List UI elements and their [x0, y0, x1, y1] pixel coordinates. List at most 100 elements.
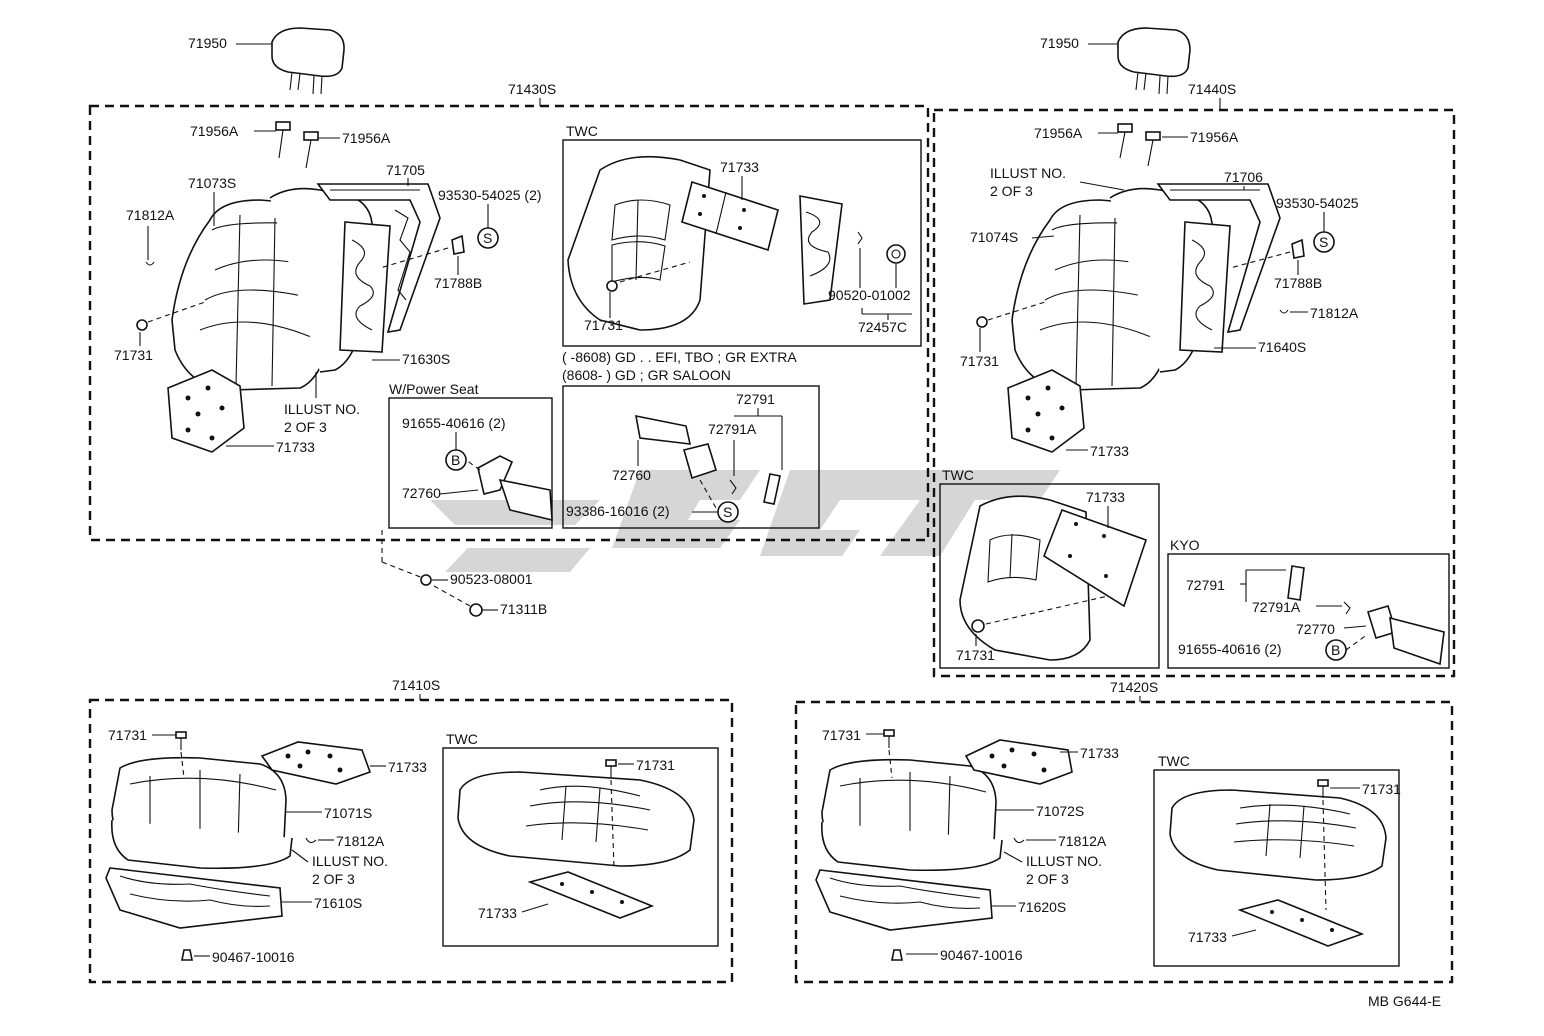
screw-r-71731[interactable] — [976, 301, 1046, 328]
label-71950-left: 71950 — [188, 35, 227, 51]
clip-r-71956a-1[interactable] — [1117, 123, 1133, 159]
label-r-71956a-2: 71956A — [1190, 129, 1239, 145]
label-bltwc-71731: 71731 — [636, 757, 675, 773]
clip-71956a-2[interactable] — [303, 131, 319, 169]
wps-lever-72760[interactable] — [465, 455, 553, 522]
label-r-illust-2: 2 OF 3 — [990, 183, 1033, 199]
label-71073s: 71073S — [188, 175, 236, 191]
seat-back-frame-left[interactable] — [316, 183, 441, 353]
kyo-pin-72791a[interactable] — [1343, 601, 1351, 615]
label-brtwc-71733: 71733 — [1188, 929, 1227, 945]
label-bl-71731: 71731 — [108, 727, 147, 743]
twc-lumbar-plate[interactable] — [681, 180, 779, 252]
seat-cushion-right[interactable] — [821, 758, 1003, 872]
twc-seat-back-cover[interactable] — [567, 155, 711, 331]
kyo-knob-72791[interactable] — [1287, 565, 1305, 601]
bltwc-plate-71733[interactable] — [527, 871, 655, 919]
recliner-hinge[interactable] — [683, 443, 717, 509]
symbol-s-right: S — [1313, 231, 1335, 253]
bltwc-screw-71731[interactable] — [605, 759, 617, 869]
label-r-71956a-1: 71956A — [1034, 125, 1083, 141]
label-71630s: 71630S — [402, 351, 450, 367]
symbol-s-left: S — [477, 227, 499, 249]
bolt-90523-08001[interactable] — [420, 574, 432, 586]
label-br-71072s: 71072S — [1036, 803, 1084, 819]
twc-nut-72457c[interactable] — [886, 244, 906, 264]
brtwc-plate-71733[interactable] — [1237, 899, 1365, 947]
twc-screw-71731[interactable] — [606, 280, 618, 292]
seat-pad-left-71733[interactable] — [260, 741, 372, 785]
nut-71788b-left[interactable] — [379, 234, 465, 269]
recliner-box — [562, 385, 820, 529]
seat-frame-right[interactable] — [815, 869, 993, 931]
rtwc-screw-71731[interactable] — [971, 595, 1109, 633]
label-br-illust-2: 2 OF 3 — [1026, 871, 1069, 887]
rtwc-lumbar-plate[interactable] — [1043, 508, 1148, 608]
label-93530-54025-2: 93530-54025 (2) — [438, 187, 542, 203]
label-71733-left: 71733 — [276, 439, 315, 455]
label-illust-left-2: 2 OF 3 — [284, 419, 327, 435]
clip-r-71956a-2[interactable] — [1145, 131, 1161, 167]
label-r-71640s: 71640S — [1258, 339, 1306, 355]
label-kyo-91655: 91655-40616 (2) — [1178, 641, 1282, 657]
recliner-pin-72791a[interactable] — [729, 479, 737, 495]
lumbar-pad-right[interactable] — [1007, 369, 1085, 453]
label-rtwc-71731: 71731 — [956, 647, 995, 663]
symbol-b-power-seat: B — [445, 449, 467, 471]
label-ms-72791a: 72791A — [708, 421, 757, 437]
bolt-br-90467[interactable] — [891, 949, 903, 961]
seat-frame-left[interactable] — [105, 867, 283, 929]
label-r-71812a: 71812A — [1310, 305, 1359, 321]
recliner-cover-72760[interactable] — [635, 414, 692, 445]
assembly-box-71440s — [932, 108, 1456, 678]
label-r-71733: 71733 — [1090, 443, 1129, 459]
lumbar-pad-left[interactable] — [167, 369, 245, 453]
twc-clip-90520[interactable] — [857, 231, 863, 245]
clip-71956a-1[interactable] — [275, 121, 291, 159]
assembly-box-71430s — [88, 104, 930, 542]
kyo-box — [1167, 553, 1450, 669]
bolt-bl-90467[interactable] — [181, 949, 193, 961]
label-r-93530: 93530-54025 — [1276, 195, 1359, 211]
label-ms-72791: 72791 — [736, 391, 775, 407]
label-rtwc-71733: 71733 — [1086, 489, 1125, 505]
label-bl-71071s: 71071S — [324, 805, 372, 821]
headrest-right[interactable] — [1117, 27, 1191, 95]
screw-71731-left[interactable] — [136, 301, 206, 331]
label-bltwc-71733: 71733 — [478, 905, 517, 921]
twc-frame-spring[interactable] — [799, 195, 843, 305]
kyo-lever-72770[interactable] — [1366, 605, 1445, 666]
label-90523: 90523-08001 — [450, 571, 533, 587]
label-bltwc: TWC — [446, 731, 478, 747]
screw-br-71731[interactable] — [883, 729, 895, 779]
seat-back-frame-right[interactable] — [1156, 183, 1281, 353]
label-71420s: 71420S — [1110, 679, 1158, 695]
svg-text:B: B — [1331, 642, 1340, 658]
pin-r-71812a[interactable] — [1279, 309, 1289, 314]
label-br-90467: 90467-10016 — [940, 947, 1023, 963]
label-wps-72760: 72760 — [402, 485, 441, 501]
nut-71311b[interactable] — [433, 585, 483, 617]
recliner-knob-72791[interactable] — [763, 473, 781, 505]
pin-br-71812a[interactable] — [1013, 837, 1025, 844]
label-twc-90520: 90520-01002 — [828, 287, 911, 303]
brtwc-seat-cushion[interactable] — [1169, 789, 1387, 881]
nut-r-71788b[interactable] — [1229, 238, 1305, 269]
pin-bl-71812a[interactable] — [305, 837, 317, 844]
label-brtwc: TWC — [1158, 753, 1190, 769]
label-bl-71812a: 71812A — [336, 833, 385, 849]
pin-71812a-left[interactable] — [145, 261, 155, 266]
label-71410s: 71410S — [392, 677, 440, 693]
label-rtwc: TWC — [942, 467, 974, 483]
seat-cushion-left[interactable] — [111, 756, 293, 870]
seat-pad-right-71733[interactable] — [964, 739, 1073, 785]
bltwc-seat-cushion[interactable] — [457, 771, 695, 867]
headrest-left[interactable] — [271, 27, 345, 95]
footer-diagram-code: MB G644-E — [1368, 993, 1441, 1009]
brtwc-screw-71731[interactable] — [1317, 779, 1329, 911]
label-ms-93386: 93386-16016 (2) — [566, 503, 670, 519]
label-kyo-72770: 72770 — [1296, 621, 1335, 637]
label-wps-91655: 91655-40616 (2) — [402, 415, 506, 431]
label-bl-illust-2: 2 OF 3 — [312, 871, 355, 887]
